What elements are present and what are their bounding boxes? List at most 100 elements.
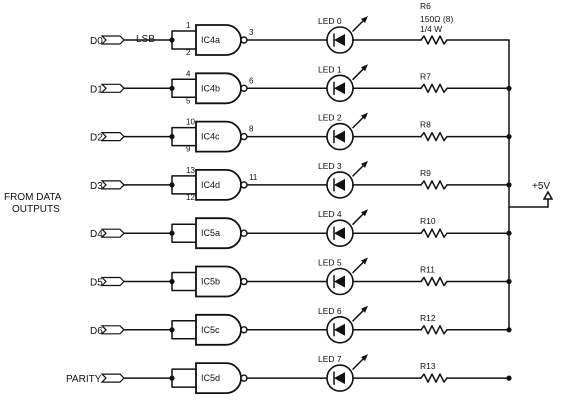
led-diode-triangle [334,227,345,240]
gate-input-b-wire [171,377,196,388]
pin-number-b: 9 [186,145,191,154]
resistor-symbol [420,276,448,287]
input-signal-label: D5 [90,278,103,289]
pin-number-a: 1 [186,21,191,30]
led-label: LED 6 [318,306,342,316]
gate-input-a-wire [171,320,196,331]
gate-input-a-wire [171,30,196,41]
input-signal-label: PARITY [66,374,102,385]
outputs-label: OUTPUTS [12,204,60,215]
gate-label: IC5b [201,277,220,287]
r6-value-label: 150Ω (8) [420,14,453,24]
led-emission-arrowhead [361,16,368,23]
resistor-label: R8 [420,120,431,130]
resistor-label: R7 [420,71,431,81]
gate-label: IC4c [201,132,220,142]
bus-junction [506,278,512,285]
channel-row: D0 IC4a 1 2 3 LED 0 R6 [90,1,510,57]
led-diode-triangle [334,178,345,191]
gate-input-a-wire [171,223,196,234]
pin-number-b: 2 [186,48,191,57]
resistor-symbol [420,180,448,190]
input-connector [100,83,125,93]
gate-label: IC4b [201,83,220,93]
gate-label: IC5a [201,228,220,238]
led-diode-triangle [334,130,345,143]
led-emission-arrowhead [361,305,368,313]
resistor-label: R13 [420,361,436,371]
pin-number-out: 6 [249,76,254,85]
led-diode-triangle [334,275,345,288]
resistor-label: R6 [420,1,431,11]
input-signal-label: D3 [90,181,103,192]
bus-junction [506,230,512,236]
resistor-label: R12 [420,313,436,323]
led-label: LED 2 [318,113,342,123]
resistor-label: R9 [420,168,431,178]
pin-number-out: 8 [249,125,254,134]
input-connector [100,373,125,383]
input-connector [100,132,125,142]
input-connector [100,35,125,45]
led-label: LED 0 [318,16,342,26]
led-emission-arrowhead [361,160,368,168]
led-emission-arrowhead [361,209,368,217]
led-emission-arrowhead [361,112,368,120]
gate-label: IC4a [201,35,220,45]
gate-input-b-wire [171,39,196,50]
resistor-symbol [420,83,448,94]
gate-input-b-wire [171,329,196,340]
resistor-symbol [420,228,448,238]
gate-input-b-wire [171,280,196,292]
inversion-bubble [240,132,248,141]
led-diode-triangle [334,34,345,46]
led-emission-arrowhead [361,257,368,265]
bus-junction [506,375,512,381]
supply-label: +5V [532,181,550,192]
pin-number-a: 10 [186,118,195,127]
input-signal-label: D1 [90,84,103,95]
gate-input-a-wire [171,368,196,379]
gate-input-b-wire [171,135,196,147]
pin-number-out: 11 [249,173,258,182]
pin-number-a: 4 [186,69,191,78]
input-signal-label: D4 [90,229,103,240]
inversion-bubble [240,229,248,237]
channel-row: D2 IC4c 10 9 8 LED 2 R8 [90,112,512,154]
led-diode-triangle [334,323,345,336]
gate-input-a-wire [171,78,196,90]
resistor-symbol [420,373,448,383]
inversion-bubble [240,181,248,189]
pin-number-b: 12 [186,193,195,202]
gate-label: IC4d [201,180,220,190]
inversion-bubble [240,36,248,44]
input-connector [100,325,125,335]
input-signal-label: D0 [90,36,103,47]
resistor-label: R10 [420,216,436,226]
r6-power-label: 1/4 W [420,24,442,34]
bus-junction [506,85,512,91]
channel-row: D6 IC5c LED 6 R12 [90,305,512,346]
pin-number-a: 13 [186,166,195,175]
supply-terminal-arrow [542,190,554,200]
gate-input-b-wire [171,184,196,195]
inversion-bubble [240,277,248,286]
led-emission-arrowhead [361,354,368,362]
led-diode-triangle [334,372,345,385]
input-signal-label: D6 [90,326,103,337]
bus-junction [506,327,512,333]
led-diode-triangle [334,82,345,95]
pin-number-out: 3 [249,28,254,37]
input-signal-label: D2 [90,133,103,144]
from-data-label: FROM DATA [4,192,62,203]
led-label: LED 1 [318,64,342,74]
led-label: LED 7 [318,354,342,364]
gate-label: IC5c [201,325,220,335]
